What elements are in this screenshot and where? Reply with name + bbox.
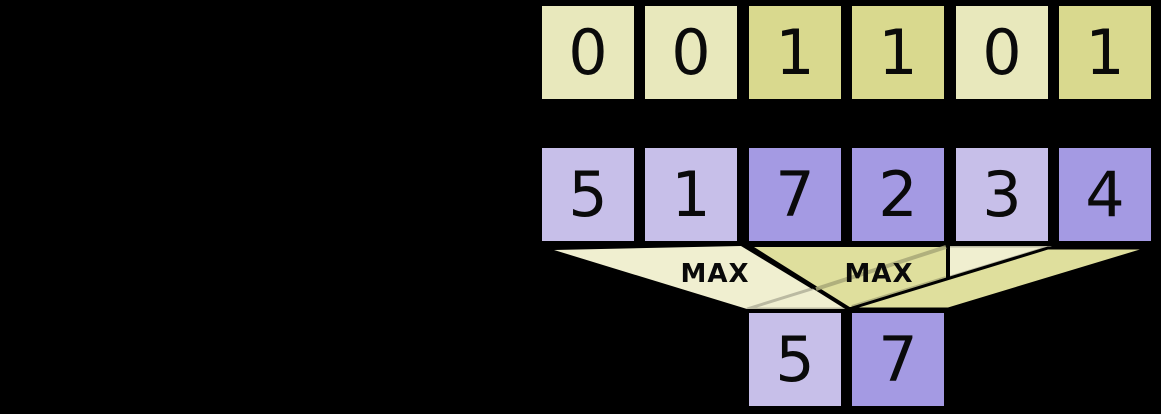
value-cell-4: 2 [848, 144, 948, 245]
value-cell-3: 7 [745, 144, 845, 245]
mask-cell-3: 1 [745, 2, 845, 103]
mask-cell-2: 0 [641, 2, 741, 103]
value-cell-5: 3 [952, 144, 1052, 245]
value-cell-1: 5 [538, 144, 638, 245]
output-cell-1: 5 [745, 309, 845, 410]
output-cell-2: 7 [848, 309, 948, 410]
mask-cell-4: 1 [848, 2, 948, 103]
funnel-light-main [554, 246, 845, 309]
funnel-dark-band [848, 246, 1151, 311]
mask-cell-5: 0 [952, 2, 1052, 103]
max-operation-label-1: MAX [680, 259, 750, 289]
mask-cell-6: 1 [1055, 2, 1155, 103]
value-cell-2: 1 [641, 144, 741, 245]
mask-cell-1: 0 [538, 2, 638, 103]
funnel-seam-line-upper [815, 245, 947, 291]
value-cell-6: 4 [1055, 144, 1155, 245]
max-operation-label-2: MAX [844, 259, 914, 289]
